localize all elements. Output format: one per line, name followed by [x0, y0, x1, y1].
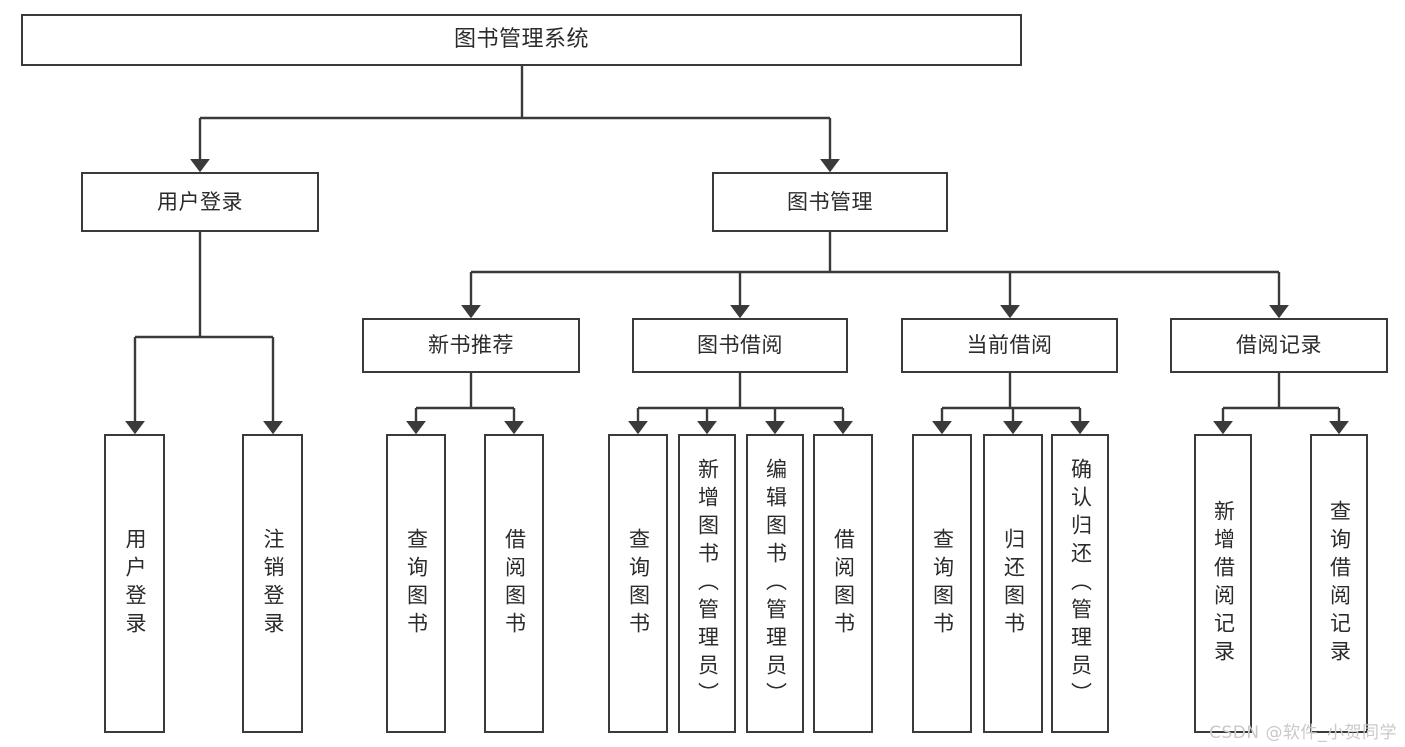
node-root-label: 图书管理系统: [453, 27, 589, 53]
leaf-add-borrow-record-label: 新增借阅记录: [1211, 499, 1236, 668]
node-user-login-label: 用户登录: [157, 189, 243, 214]
node-root[interactable]: 图书管理系统: [21, 14, 1022, 66]
node-book-management-label: 图书管理: [787, 189, 873, 214]
leaf-edit-book-admin-label: 编辑图书（管理员）: [763, 457, 788, 710]
leaf-query-borrow-record[interactable]: 查询借阅记录: [1310, 434, 1368, 733]
node-book-borrow[interactable]: 图书借阅: [632, 318, 848, 373]
leaf-query-book-recommend-label: 查询图书: [404, 527, 429, 640]
node-new-book-recommend-label: 新书推荐: [428, 333, 514, 358]
leaf-query-book-label: 查询图书: [626, 527, 651, 640]
node-user-login[interactable]: 用户登录: [81, 172, 319, 232]
leaf-borrow-book-recommend-label: 借阅图书: [502, 527, 527, 640]
leaf-borrow-book[interactable]: 借阅图书: [813, 434, 873, 733]
leaf-query-borrow-record-label: 查询借阅记录: [1327, 499, 1352, 668]
leaf-logout[interactable]: 注销登录: [242, 434, 303, 733]
leaf-add-book-admin[interactable]: 新增图书（管理员）: [678, 434, 736, 733]
leaf-return-book-label: 归还图书: [1001, 527, 1026, 640]
leaf-query-book-current-label: 查询图书: [930, 527, 955, 640]
leaf-user-login[interactable]: 用户登录: [104, 434, 165, 733]
node-new-book-recommend[interactable]: 新书推荐: [362, 318, 580, 373]
node-current-borrow[interactable]: 当前借阅: [901, 318, 1118, 373]
leaf-confirm-return-admin[interactable]: 确认归还（管理员）: [1051, 434, 1109, 733]
node-borrow-record-label: 借阅记录: [1236, 333, 1322, 358]
leaf-logout-label: 注销登录: [261, 527, 285, 640]
leaf-add-borrow-record[interactable]: 新增借阅记录: [1194, 434, 1252, 733]
leaf-query-book-current[interactable]: 查询图书: [912, 434, 972, 733]
leaf-query-book-recommend[interactable]: 查询图书: [386, 434, 446, 733]
leaf-query-book[interactable]: 查询图书: [608, 434, 668, 733]
leaf-borrow-book-recommend[interactable]: 借阅图书: [484, 434, 544, 733]
csdn-watermark: CSDN @软件_小贺同学: [1209, 723, 1397, 743]
leaf-add-book-admin-label: 新增图书（管理员）: [695, 457, 720, 710]
node-current-borrow-label: 当前借阅: [966, 333, 1053, 358]
leaf-borrow-book-label: 借阅图书: [831, 527, 856, 640]
leaf-return-book[interactable]: 归还图书: [983, 434, 1043, 733]
leaf-edit-book-admin[interactable]: 编辑图书（管理员）: [746, 434, 804, 733]
leaf-confirm-return-admin-label: 确认归还（管理员）: [1068, 457, 1093, 710]
node-book-borrow-label: 图书借阅: [697, 333, 783, 358]
node-book-management[interactable]: 图书管理: [712, 172, 948, 232]
leaf-user-login-label: 用户登录: [123, 527, 147, 640]
node-borrow-record[interactable]: 借阅记录: [1170, 318, 1388, 373]
